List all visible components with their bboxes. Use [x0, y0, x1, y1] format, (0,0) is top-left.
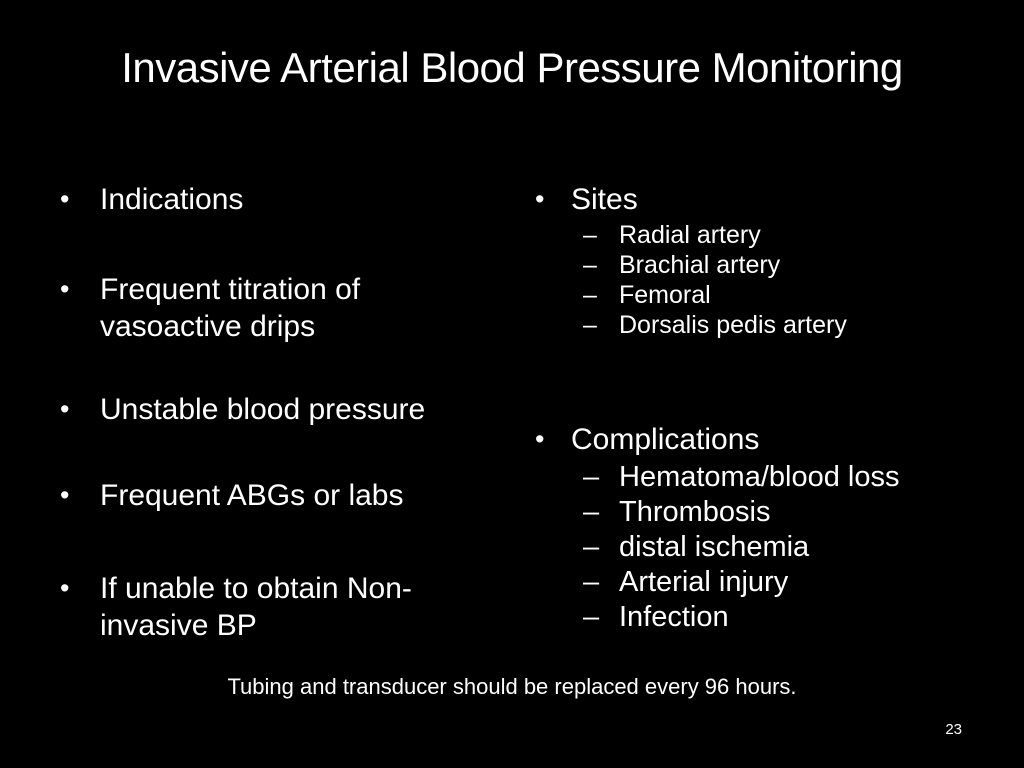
- bullet-text: Unstable blood pressure: [100, 393, 426, 426]
- complications-sub-list: – Hematoma/blood loss – Thrombosis – dis…: [583, 460, 995, 635]
- dash-icon: –: [583, 461, 600, 493]
- bullet-icon: •: [535, 424, 545, 454]
- bullet-item-sites: • Sites: [535, 181, 995, 218]
- bullet-text: Indications: [100, 183, 244, 216]
- dash-icon: –: [583, 221, 597, 249]
- sub-item-text: Dorsalis pedis artery: [619, 311, 847, 339]
- bullet-icon: •: [60, 184, 70, 214]
- bullet-icon: •: [60, 274, 70, 304]
- sub-item-text: Infection: [619, 601, 729, 633]
- sub-item-text: Brachial artery: [619, 251, 781, 279]
- sub-item-text: distal ischemia: [619, 531, 810, 563]
- bullet-text: Frequent ABGs or labs: [100, 479, 404, 512]
- sub-item-distal-ischemia: – distal ischemia: [583, 530, 995, 565]
- bullet-item-abgs: • Frequent ABGs or labs: [60, 477, 510, 514]
- bullet-icon: •: [60, 480, 70, 510]
- bullet-item-indications: • Indications: [60, 181, 510, 218]
- sub-item-text: Femoral: [619, 281, 711, 309]
- sub-item-radial: – Radial artery: [583, 220, 995, 250]
- bullet-item-unstable-bp: • Unstable blood pressure: [60, 391, 510, 428]
- bullet-icon: •: [60, 394, 70, 424]
- dash-icon: –: [583, 281, 597, 309]
- page-number: 23: [945, 721, 962, 738]
- group-label: Sites: [571, 183, 638, 216]
- dash-icon: –: [583, 566, 600, 598]
- sub-item-text: Hematoma/blood loss: [619, 461, 900, 493]
- sub-item-thrombosis: – Thrombosis: [583, 495, 995, 530]
- group-label: Complications: [571, 423, 760, 456]
- sub-item-infection: – Infection: [583, 600, 995, 635]
- sub-item-femoral: – Femoral: [583, 280, 995, 310]
- sub-item-arterial-injury: – Arterial injury: [583, 565, 995, 600]
- dash-icon: –: [583, 601, 600, 633]
- bullet-text: If unable to obtain Non- invasive BP: [100, 572, 412, 642]
- group-sites: • Sites – Radial artery – Brachial arter…: [535, 181, 995, 340]
- sub-item-text: Thrombosis: [619, 496, 771, 528]
- sub-item-text: Radial artery: [619, 221, 761, 249]
- dash-icon: –: [583, 251, 597, 279]
- group-complications: • Complications – Hematoma/blood loss – …: [535, 421, 995, 635]
- slide-title: Invasive Arterial Blood Pressure Monitor…: [121, 44, 903, 91]
- bullet-text: Frequent titration of vasoactive drips: [100, 273, 361, 343]
- sub-item-brachial: – Brachial artery: [583, 250, 995, 280]
- sites-sub-list: – Radial artery – Brachial artery – Femo…: [583, 220, 995, 340]
- sub-item-text: Arterial injury: [619, 566, 789, 598]
- bullet-icon: •: [535, 184, 545, 214]
- dash-icon: –: [583, 311, 597, 339]
- dash-icon: –: [583, 496, 600, 528]
- dash-icon: –: [583, 531, 600, 563]
- footer-note: Tubing and transducer should be replaced…: [227, 674, 797, 699]
- sub-item-dorsalis: – Dorsalis pedis artery: [583, 310, 995, 340]
- bullet-item-noninvasive: • If unable to obtain Non- invasive BP: [60, 570, 510, 644]
- sub-item-hematoma: – Hematoma/blood loss: [583, 460, 995, 495]
- bullet-icon: •: [60, 573, 70, 603]
- bullet-item-titration: • Frequent titration of vasoactive drips: [60, 271, 510, 345]
- bullet-item-complications: • Complications: [535, 421, 995, 458]
